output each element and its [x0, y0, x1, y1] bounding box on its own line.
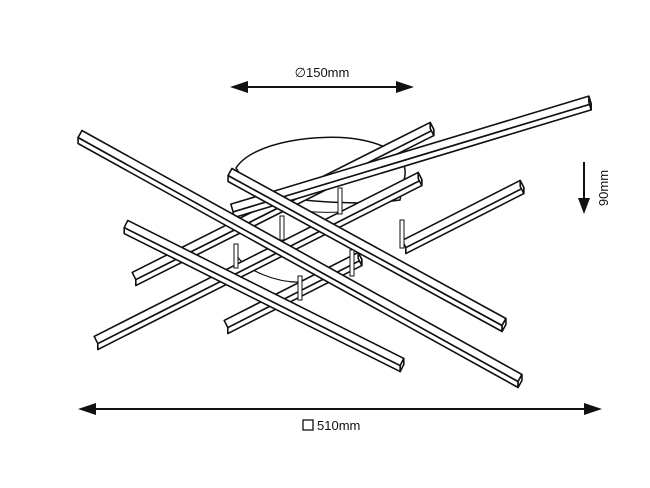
- light-bars-back: [93, 95, 592, 351]
- light-bars-front: [77, 129, 523, 389]
- height-label: 90mm: [596, 170, 611, 206]
- support-rods: [233, 187, 405, 301]
- bar-back-5-end-cap: [357, 251, 363, 267]
- bar-front-2-end-cap: [399, 357, 405, 373]
- bar-back-3-end-cap: [519, 179, 525, 195]
- diameter-arrow-right-head: [396, 81, 414, 93]
- support-rod-3: [337, 187, 343, 215]
- bar-front-3-end-cap: [501, 317, 507, 333]
- bar-back-4-end-cap: [417, 171, 423, 187]
- square-symbol: [302, 419, 314, 431]
- support-rod-4: [399, 219, 405, 249]
- bar-back-2-end-cap: [588, 95, 592, 111]
- bar-back-3-side-face: [405, 186, 525, 255]
- bar-front-3: [227, 167, 507, 333]
- bar-back-1-end-cap: [429, 121, 435, 137]
- diameter-dimension: ∅150mm: [230, 65, 414, 93]
- bar-back-3-top-face: [401, 179, 525, 249]
- width-dimension: 510mm: [78, 403, 602, 433]
- width-value: 510mm: [317, 418, 360, 433]
- diameter-arrow-left-head: [230, 81, 248, 93]
- canopy-bottom-dome: [235, 254, 307, 283]
- height-dimension: 90mm: [578, 162, 611, 214]
- support-rod-1: [233, 243, 239, 269]
- width-arrow-left-head: [78, 403, 96, 415]
- height-arrow-head: [578, 198, 590, 214]
- support-rod-5: [349, 249, 355, 277]
- diameter-symbol: ∅: [295, 65, 306, 80]
- bar-back-3: [401, 179, 525, 255]
- diameter-label: ∅150mm: [295, 65, 350, 80]
- diameter-value: 150mm: [306, 65, 349, 80]
- support-rod-6: [297, 275, 303, 301]
- bar-front-1-end-cap: [517, 373, 523, 389]
- ceiling-lamp-illustration: [77, 95, 592, 389]
- bar-front-1: [77, 129, 523, 389]
- width-arrow-right-head: [584, 403, 602, 415]
- bar-front-2: [123, 219, 405, 373]
- support-rod-2: [279, 215, 285, 241]
